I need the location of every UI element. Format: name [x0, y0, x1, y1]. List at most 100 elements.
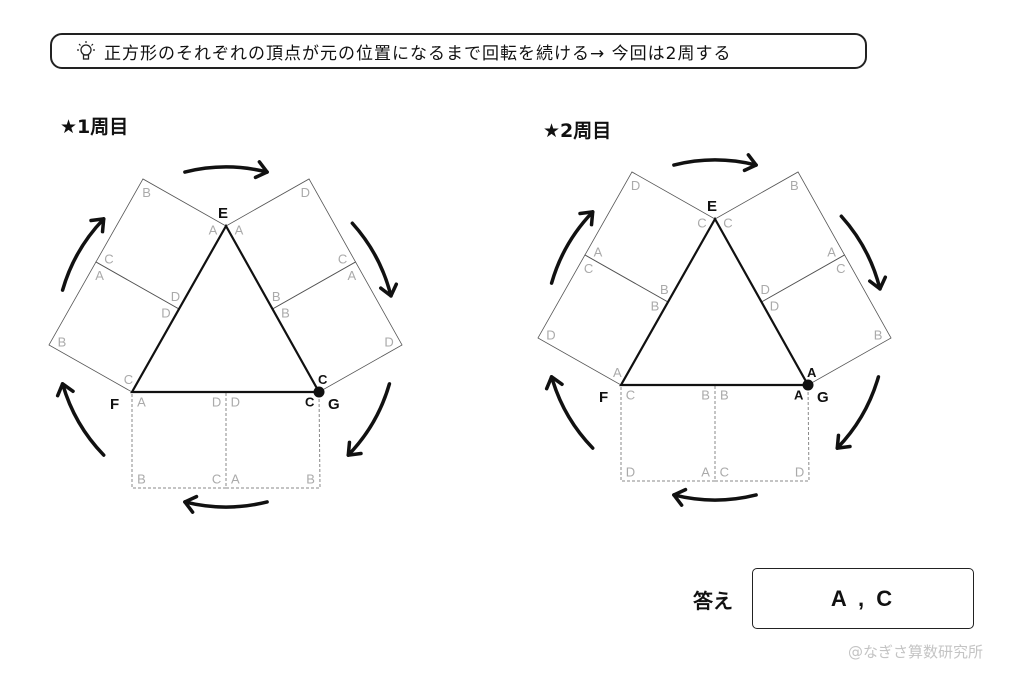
corner-label: D — [546, 327, 555, 342]
corner-label: D — [631, 178, 640, 193]
corner-label: C — [338, 251, 347, 266]
rotation-arrow — [672, 158, 758, 167]
arrowhead-icon — [835, 433, 852, 450]
corner-label: B — [701, 388, 710, 403]
corner-label: D — [795, 464, 804, 479]
triangle — [619, 216, 810, 387]
rotation-arrow — [350, 221, 393, 298]
arrowhead-icon — [183, 494, 199, 514]
corner-label: B — [58, 334, 67, 349]
instruction-banner: 正方形のそれぞれの頂点が元の位置になるまで回転を続ける→ 今回は2周する — [50, 33, 867, 69]
figure-1-title: ★1周目 — [60, 116, 129, 138]
banner-text: 正方形のそれぞれの頂点が元の位置になるまで回転を続ける→ 今回は2周する — [104, 43, 732, 64]
rotation-arrow — [183, 500, 269, 509]
answer-value: A , C — [830, 585, 896, 611]
arrowhead-icon — [672, 487, 688, 507]
arrowhead-icon — [544, 375, 564, 391]
square-left-lower — [48, 261, 180, 393]
arrowhead-icon — [742, 153, 758, 173]
vertex-g-dot — [802, 379, 814, 391]
corner-label: C — [584, 261, 593, 276]
square-left-lower — [537, 254, 669, 386]
corner-label: B — [281, 306, 290, 321]
rotation-arrow — [346, 382, 392, 457]
arrowhead-icon — [89, 217, 106, 234]
rotation-arrow — [60, 217, 106, 292]
vertex-label-f: F — [599, 389, 608, 406]
corner-label: D — [384, 334, 393, 349]
corner-label: B — [720, 388, 729, 403]
arrowhead-icon — [253, 160, 269, 180]
triangle — [130, 223, 321, 394]
corner-label: A — [348, 268, 357, 283]
arrowhead-icon — [868, 275, 888, 291]
corner-label: B — [142, 185, 151, 200]
corner-label: B — [306, 471, 315, 486]
corner-label: A — [613, 365, 622, 380]
rotation-arrow — [839, 214, 882, 291]
vertex-label-e: E — [707, 198, 717, 215]
corner-label: D — [231, 395, 240, 410]
corner-label: D — [171, 289, 180, 304]
corner-label: B — [790, 178, 799, 193]
corner-label: B — [874, 327, 883, 342]
corner-label: A — [594, 244, 603, 259]
corner-label: C — [720, 464, 729, 479]
arrowhead-icon — [379, 282, 399, 298]
answer-box: A , C — [752, 568, 974, 629]
corner-label: A — [209, 223, 218, 238]
credit-watermark: @なぎさ算数研究所 — [848, 643, 984, 661]
corner-label: A — [807, 365, 817, 380]
square-right-lower — [271, 261, 403, 393]
rotation-arrow — [672, 493, 758, 502]
corner-label: D — [161, 306, 170, 321]
corner-label: B — [660, 282, 669, 297]
vertex-label-g: G — [817, 389, 829, 406]
corner-label: C — [626, 388, 635, 403]
corner-label: C — [836, 261, 845, 276]
corner-label: C — [723, 216, 732, 231]
corner-label: A — [137, 395, 146, 410]
corner-label: B — [137, 471, 146, 486]
corner-label: D — [212, 395, 221, 410]
square-left-upper — [95, 178, 227, 310]
corner-label: B — [272, 289, 281, 304]
rotation-arrow — [183, 165, 269, 174]
answer-label: 答え — [693, 589, 733, 613]
square-right-upper — [225, 178, 357, 310]
corner-label: B — [651, 299, 660, 314]
corner-label: A — [827, 244, 836, 259]
rotation-arrow — [549, 210, 595, 285]
rotation-arrow — [835, 375, 881, 450]
corner-label: A — [95, 268, 104, 283]
vertex-g-dot — [313, 386, 325, 398]
arrowhead-icon — [55, 382, 75, 398]
corner-label: D — [301, 185, 310, 200]
vertex-label-g: G — [328, 396, 340, 413]
corner-label: A — [701, 464, 710, 479]
corner-label: D — [770, 299, 779, 314]
corner-label: C — [697, 216, 706, 231]
corner-label: D — [626, 464, 635, 479]
corner-label: A — [235, 223, 244, 238]
square-left-upper — [584, 171, 716, 303]
corner-label: C — [212, 471, 221, 486]
square-right-upper — [714, 171, 846, 303]
corner-label: A — [794, 388, 804, 403]
vertex-label-f: F — [110, 396, 119, 413]
corner-label: C — [104, 251, 113, 266]
arrowhead-icon — [578, 210, 595, 227]
figure-2-title: ★2周目 — [543, 120, 612, 142]
corner-label: C — [305, 395, 315, 410]
arrowhead-icon — [346, 440, 363, 457]
rotation-arrow — [549, 375, 595, 450]
vertex-label-e: E — [218, 205, 228, 222]
lightbulb-icon — [77, 41, 95, 60]
corner-label: A — [231, 471, 240, 486]
square-right-lower — [760, 254, 892, 386]
corner-label: C — [124, 372, 133, 387]
rotation-arrow — [60, 382, 106, 457]
